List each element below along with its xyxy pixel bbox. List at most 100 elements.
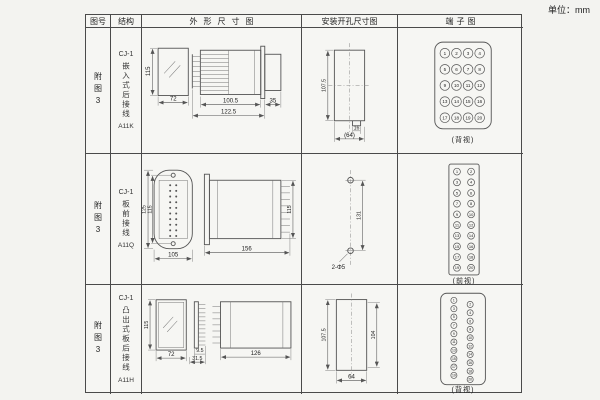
dim-front-depth: 35 [269,99,276,105]
model-label: CJ-1 [118,51,134,58]
svg-text:2: 2 [470,169,473,174]
dim-depth-total: 122.5 [221,110,237,116]
figure-no-cell: 附图3 [86,28,111,154]
model-label: CJ-1 [118,189,134,196]
svg-text:9: 9 [456,212,459,217]
svg-text:4: 4 [478,51,481,56]
svg-text:16: 16 [469,244,474,249]
svg-text:3: 3 [456,180,459,185]
svg-text:16: 16 [477,99,483,104]
front-view: 115 72 [146,47,189,106]
structure-cell: CJ-1 凸出式板后接线 A11H [111,285,142,394]
svg-text:4: 4 [470,180,473,185]
svg-text:10: 10 [454,83,460,88]
dim-height: 115 [144,321,150,329]
dim-height: 115 [146,66,152,76]
header-figure-no: 图号 [90,16,106,26]
svg-text:2: 2 [455,51,458,56]
holes-label: 2-Φ5 [332,265,346,271]
svg-text:18: 18 [454,115,460,120]
structure-label: 板前接线 [121,200,131,238]
side-view: 156 115 [203,173,296,256]
svg-text:18: 18 [469,255,474,260]
svg-text:1: 1 [453,299,455,303]
svg-text:20: 20 [468,378,472,382]
header-install-dims: 安装开孔尺寸图 [321,16,378,26]
svg-text:14: 14 [454,99,460,104]
dim-width: 72 [170,97,177,103]
view-caption: (背视) [452,385,475,394]
front-view: 115 72 [144,299,187,362]
svg-text:1: 1 [444,51,447,56]
dim-hole-spacing: 131 [357,211,363,220]
svg-text:19: 19 [455,265,460,270]
outline-drawing-cell: 115 72 100.5 35 122 [142,28,302,154]
header-outline-dims: 外形尺寸图 [189,16,260,26]
view-caption: (前视) [453,276,476,284]
svg-text:5: 5 [456,190,459,195]
svg-text:20: 20 [477,115,483,120]
svg-text:11: 11 [466,83,471,88]
dim-pin-len: 9.5 [196,348,203,354]
dim-length: 156 [242,247,253,253]
dim-height-inner: 115 [148,205,154,213]
unit-label: 单位：mm [548,5,590,15]
svg-text:9: 9 [444,83,447,88]
install-drawing-a11q: 131 2-Φ5 [332,170,366,271]
structure-label: 凸出式板后接线 [121,306,131,373]
install-drawing-a11h: 107.5 104 64 [322,293,380,384]
outline-drawing-cell: 115 72 9.5 31.5 126 [142,285,302,394]
svg-text:17: 17 [452,365,456,369]
outline-drawing-a11h: 115 72 9.5 31.5 126 [144,299,292,365]
dim-side-height: 115 [287,205,293,213]
dim-width: 105 [168,253,179,259]
svg-text:8: 8 [469,328,471,332]
model-label: CJ-1 [118,295,134,303]
model-code-label: A11H [118,376,134,384]
dim-notch-width: 16 [354,125,360,131]
svg-text:12: 12 [468,344,472,348]
svg-text:8: 8 [478,67,481,72]
svg-text:13: 13 [455,233,460,238]
structure-cell: CJ-1 嵌入式后接线 A11K [111,28,142,154]
dim-protrusion: 31.5 [192,356,202,362]
figure-no-cell: 附图3 [86,285,111,394]
svg-text:15: 15 [455,244,460,249]
model-code-label: A11Q [117,242,135,249]
view-caption: (背视) [452,135,475,144]
front-view: 125 115 105 [142,169,193,262]
install-drawing-cell: 131 2-Φ5 [302,154,398,285]
outline-drawing-cell: 125 115 105 156 115 [142,154,302,285]
svg-text:8: 8 [470,201,473,206]
dim-cutout-width: 64 [348,374,355,380]
svg-text:19: 19 [452,374,456,378]
structure-cell: CJ-1 板前接线 A11Q [111,154,142,285]
svg-text:6: 6 [469,319,471,323]
header-terminal-diagram: 端子图 [445,16,479,26]
svg-text:13: 13 [452,349,456,353]
dim-depth: 126 [251,351,262,357]
svg-text:5: 5 [453,315,455,319]
install-drawing-cell: 107.5 16 (64) [302,28,398,154]
svg-text:7: 7 [467,67,470,72]
svg-text:15: 15 [452,357,456,361]
dim-depth-case: 100.5 [223,99,239,105]
svg-text:3: 3 [453,307,455,311]
pin-dots [169,184,178,238]
install-drawing-cell: 107.5 104 64 [302,285,398,394]
svg-text:16: 16 [468,361,472,365]
svg-text:5: 5 [444,67,447,72]
svg-text:10: 10 [469,212,474,217]
dim-height-inner: 104 [371,330,377,339]
figure-no-label: 附图3 [93,72,103,109]
svg-text:11: 11 [452,340,456,344]
svg-text:9: 9 [453,332,455,336]
